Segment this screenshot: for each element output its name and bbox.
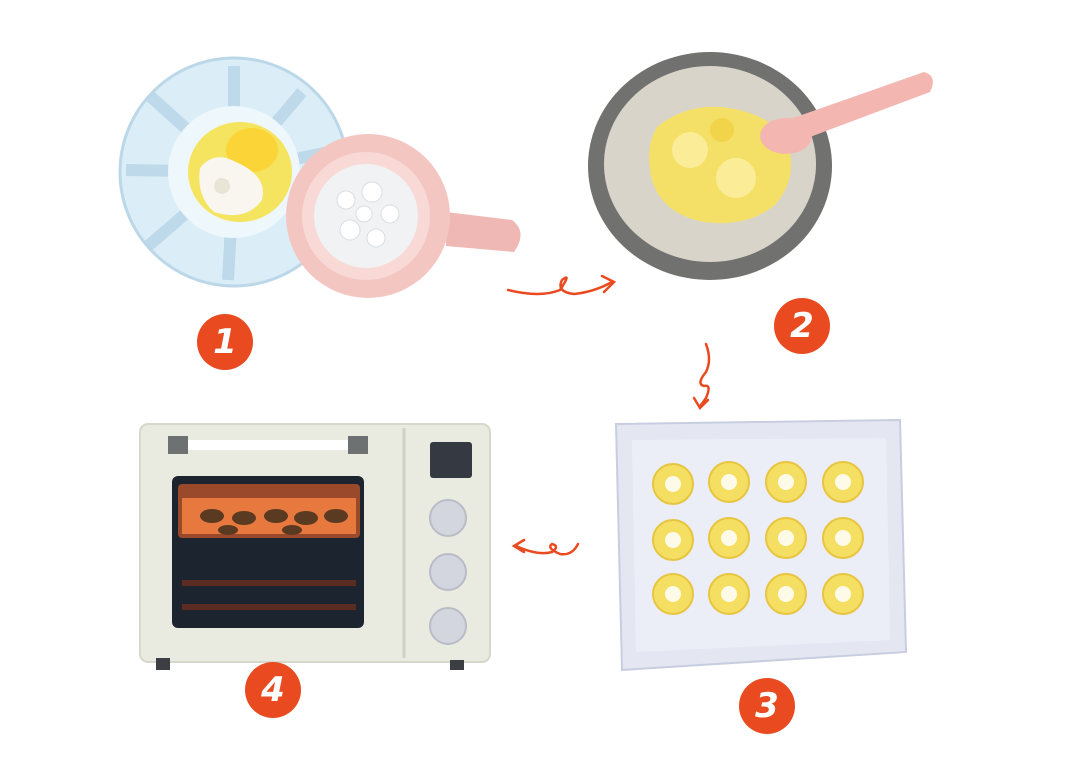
baking-tray-icon bbox=[614, 418, 908, 672]
mixing-bowl-icon bbox=[588, 52, 933, 280]
arrow-1-to-2-icon bbox=[506, 274, 617, 296]
step-1-badge: 1 bbox=[197, 314, 253, 370]
arrow-3-to-4-icon bbox=[511, 538, 580, 556]
oven-icon bbox=[139, 423, 491, 670]
step-4-badge: 4 bbox=[245, 662, 301, 718]
butter-sugar-plate-icon bbox=[118, 56, 521, 298]
arrow-2-to-3-icon bbox=[692, 342, 711, 411]
step-3-badge: 3 bbox=[739, 678, 795, 734]
step-2-badge: 2 bbox=[774, 298, 830, 354]
